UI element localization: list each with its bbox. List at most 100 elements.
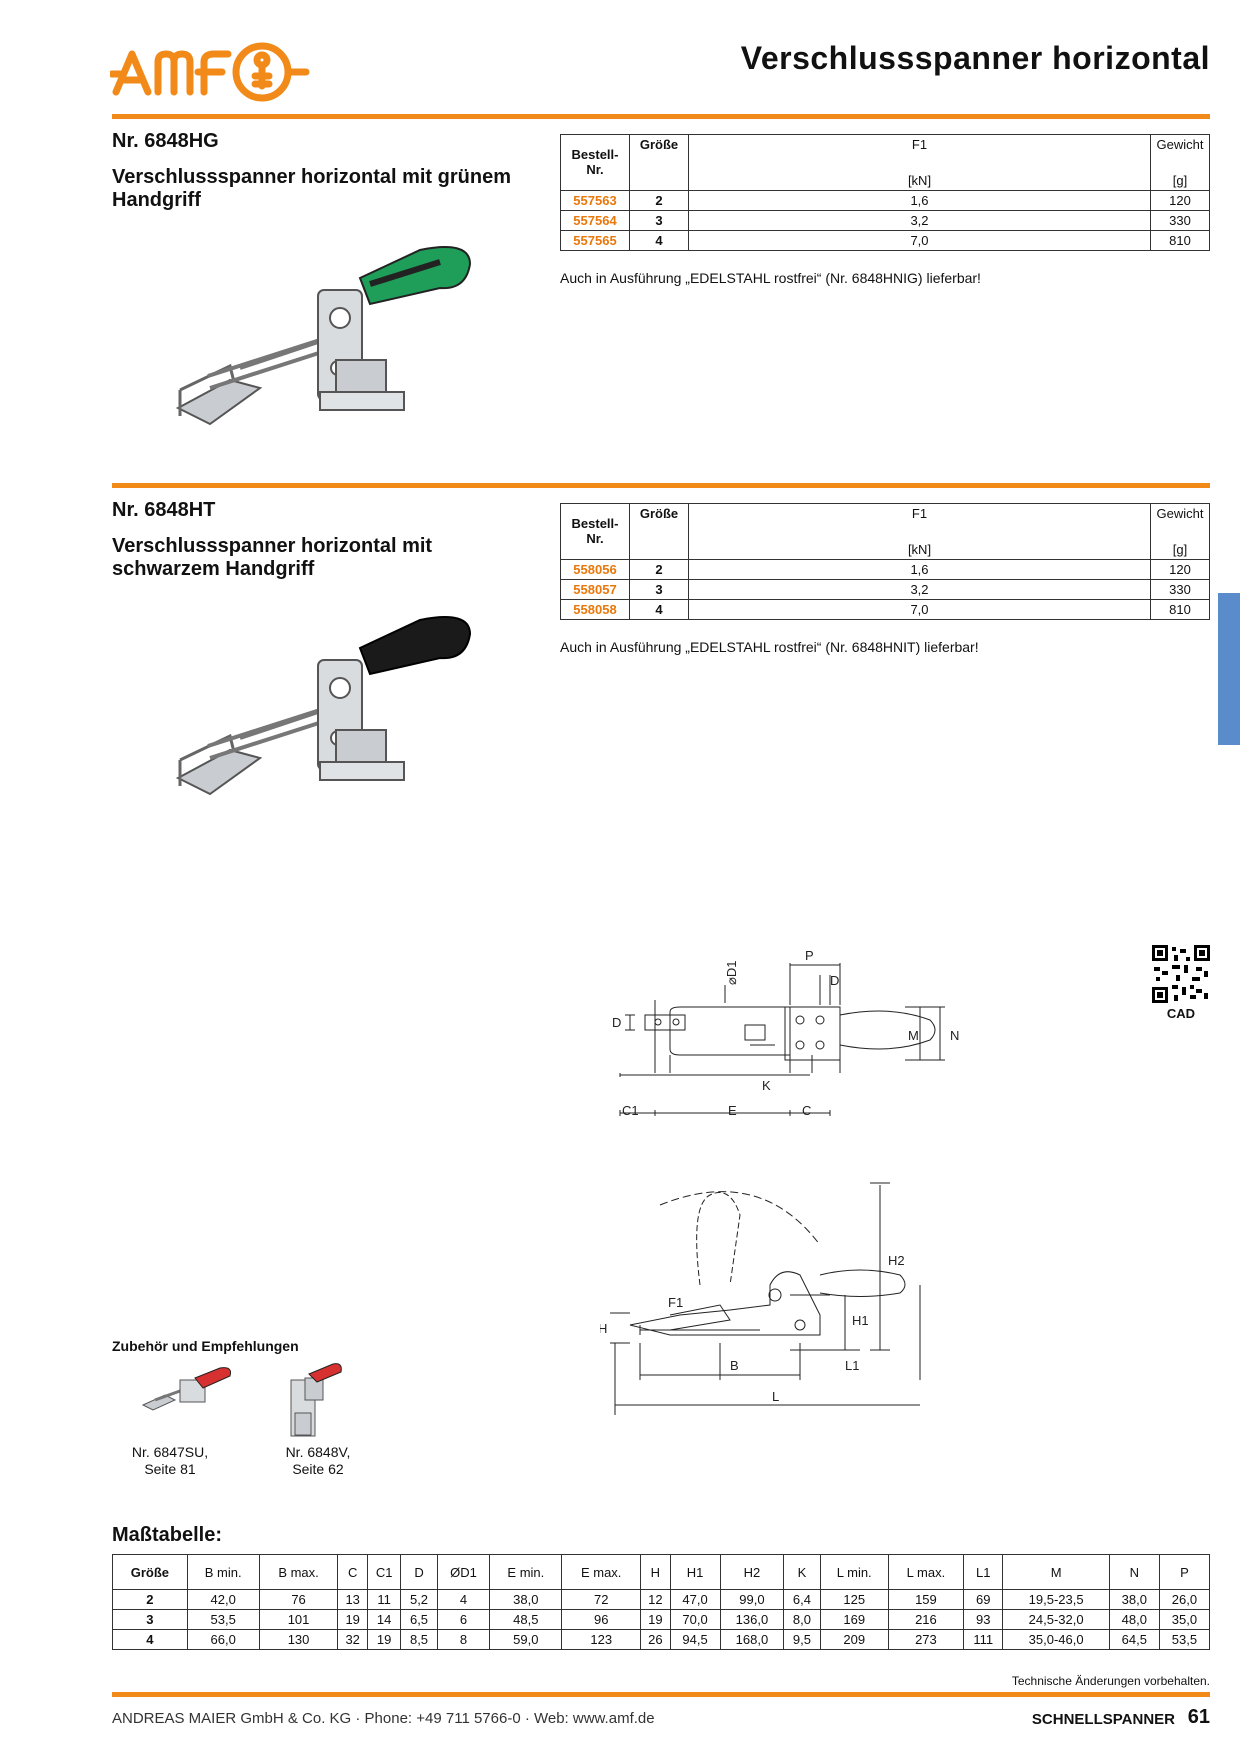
- dim-b: B: [730, 1358, 739, 1373]
- dim-cell: 35,0-46,0: [1002, 1629, 1110, 1650]
- col-gewicht: Gewicht: [1150, 503, 1210, 523]
- table-row: 558058 4 7,0 810: [560, 598, 1210, 620]
- order-number-link[interactable]: 558057: [560, 578, 630, 600]
- dim-cell: 99,0: [719, 1589, 785, 1610]
- technical-drawing-side-view: F1 H H1 H2 B L1 L: [598, 1175, 980, 1420]
- dim-cell: 8: [436, 1629, 491, 1650]
- page-number: 61: [1187, 1706, 1210, 1728]
- dim-cell: 6,4: [783, 1589, 821, 1610]
- dim-cell: 169: [819, 1609, 889, 1630]
- dim-cell: 123: [561, 1629, 642, 1650]
- dim-cell: 38,0: [1108, 1589, 1160, 1610]
- accessory-caption: Nr. 6848V, Seite 62: [285, 1444, 351, 1477]
- dim-cell: 125: [819, 1589, 889, 1610]
- order-table: Bestell- Nr. Größe F1 Gewicht [kN] [g] 5…: [560, 134, 1210, 251]
- dim-cell: 72: [561, 1589, 642, 1610]
- dim-c1: C1: [622, 1103, 639, 1118]
- dim-cell: 216: [887, 1609, 965, 1630]
- col-bestell: Bestell- Nr.: [560, 134, 630, 191]
- dim-cell: 11: [366, 1589, 402, 1610]
- dim-header: Größe: [112, 1554, 188, 1590]
- dim-cell: 59,0: [489, 1629, 563, 1650]
- dim-c: C: [802, 1103, 811, 1118]
- dim-header: P: [1158, 1554, 1211, 1590]
- order-number-link[interactable]: 558058: [560, 598, 630, 620]
- unit-kn: [kN]: [688, 154, 1151, 191]
- dim-header: E min.: [489, 1554, 563, 1590]
- dim-d: D: [830, 973, 839, 988]
- cad-label[interactable]: CAD: [1166, 1006, 1196, 1021]
- dim-h1: H1: [852, 1313, 869, 1328]
- dim-cell: 47,0: [669, 1589, 721, 1610]
- dim-m: M: [908, 1028, 919, 1043]
- dim-cell: 8,5: [400, 1629, 438, 1650]
- table-row: 557565 4 7,0 810: [560, 229, 1210, 251]
- dim-cell: 93: [962, 1609, 1004, 1630]
- dim-cell: 111: [962, 1629, 1004, 1650]
- order-number-link[interactable]: 558056: [560, 558, 630, 580]
- dim-cell: 24,5-32,0: [1002, 1609, 1110, 1630]
- accessory-image-6847su[interactable]: [135, 1360, 235, 1415]
- product-number: Nr. 6848HG: [112, 130, 219, 152]
- col-groesse: Größe: [629, 503, 689, 560]
- dim-cell: 19: [366, 1629, 402, 1650]
- table-row: 557563 2 1,6 120: [560, 189, 1210, 211]
- dim-e: E: [728, 1103, 737, 1118]
- dim-cell: 4: [112, 1629, 188, 1650]
- chapter-tab[interactable]: [1218, 593, 1240, 745]
- accessory-caption: Nr. 6847SU, Seite 81: [131, 1444, 209, 1477]
- product-image-black-clamp: [170, 610, 480, 810]
- dim-header: K: [783, 1554, 821, 1590]
- dim-cell: 168,0: [719, 1629, 785, 1650]
- col-groesse: Größe: [629, 134, 689, 191]
- product-name: Verschlussspanner horizontal mit grünem …: [112, 166, 511, 211]
- dim-cell: 96: [561, 1609, 642, 1630]
- dim-f1: F1: [668, 1295, 683, 1310]
- order-table: Bestell- Nr. Größe F1 Gewicht [kN] [g] 5…: [560, 503, 1210, 620]
- dim-header: L1: [962, 1554, 1004, 1590]
- dim-h2: H2: [888, 1253, 905, 1268]
- dim-header: H1: [669, 1554, 721, 1590]
- dim-cell: 64,5: [1108, 1629, 1160, 1650]
- dim-cell: 19: [640, 1609, 671, 1630]
- section-rule: [112, 483, 1210, 488]
- table-row: 558057 3 3,2 330: [560, 578, 1210, 600]
- unit-kn: [kN]: [688, 523, 1151, 560]
- dim-n: N: [950, 1028, 959, 1043]
- dim-header: L max.: [887, 1554, 965, 1590]
- company-info: ANDREAS MAIER GmbH & Co. KG · Phone: +49…: [112, 1710, 655, 1727]
- availability-note: Auch in Ausführung „EDELSTAHL rostfrei“ …: [560, 639, 979, 655]
- dim-cell: 38,0: [489, 1589, 563, 1610]
- dim-cell: 66,0: [186, 1629, 260, 1650]
- dim-cell: 48,5: [489, 1609, 563, 1630]
- dim-cell: 94,5: [669, 1629, 721, 1650]
- order-number-link[interactable]: 557564: [560, 209, 630, 231]
- dim-header: ØD1: [436, 1554, 491, 1590]
- dim-cell: 53,5: [186, 1609, 260, 1630]
- order-number-link[interactable]: 557563: [560, 189, 630, 211]
- dim-cell: 32: [337, 1629, 368, 1650]
- dim-cell: 136,0: [719, 1609, 785, 1630]
- dim-cell: 6: [436, 1609, 491, 1630]
- product-number: Nr. 6848HT: [112, 499, 216, 521]
- dim-header: C1: [366, 1554, 402, 1590]
- dim-cell: 13: [337, 1589, 368, 1610]
- qr-code-icon[interactable]: [1152, 945, 1210, 1003]
- technical-drawing-top-view: P ⌀D1 D D M N K C1 E C: [590, 945, 990, 1130]
- table-row: 557564 3 3,2 330: [560, 209, 1210, 231]
- dim-header: B max.: [258, 1554, 339, 1590]
- dim-cell: 9,5: [783, 1629, 821, 1650]
- disclaimer: Technische Änderungen vorbehalten.: [1011, 1674, 1210, 1688]
- accessory-image-6848v[interactable]: [275, 1358, 345, 1438]
- dimension-table-title: Maßtabelle:: [112, 1524, 223, 1546]
- order-number-link[interactable]: 557565: [560, 229, 630, 251]
- footer-rule: [112, 1692, 1210, 1697]
- dim-cell: 26,0: [1158, 1589, 1211, 1610]
- dim-cell: 159: [887, 1589, 965, 1610]
- product-name: Verschlussspanner horizontal mit schwarz…: [112, 535, 433, 580]
- dim-cell: 48,0: [1108, 1609, 1160, 1630]
- dim-d-left: D: [612, 1015, 621, 1030]
- col-f1: F1: [688, 503, 1151, 523]
